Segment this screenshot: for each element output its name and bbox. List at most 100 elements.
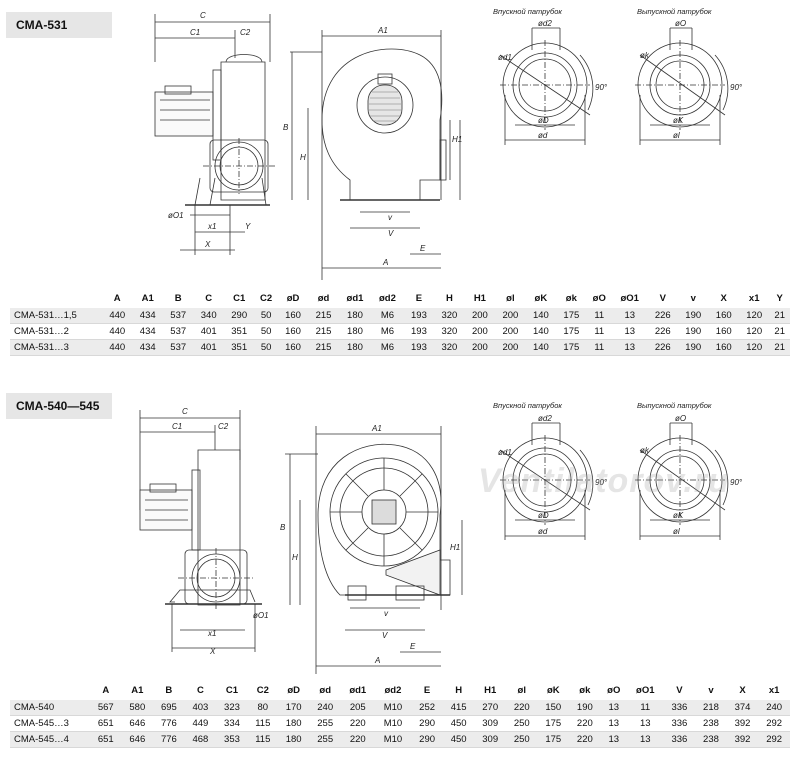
outlet-label-l: øl [673, 131, 680, 140]
table-cell: 120 [738, 339, 770, 356]
table-cell: 776 [153, 715, 185, 732]
table-cell: 115 [247, 731, 278, 748]
table-cell: 190 [569, 700, 601, 716]
table-cell: M6 [371, 323, 404, 340]
table-cell: 160 [708, 308, 739, 324]
table-cell: 651 [90, 731, 122, 748]
table-cell: 193 [403, 323, 435, 340]
table-cell: 50 [254, 339, 278, 356]
column-header: C1 [233, 292, 246, 304]
dim-label-x1: x1 [207, 629, 216, 638]
outlet-label-l: øl [673, 527, 680, 536]
dim-label-o1: øO1 [253, 611, 269, 620]
table-cell: 205 [340, 700, 375, 716]
table-cell: 695 [153, 700, 185, 716]
table-cell: 21 [769, 323, 790, 340]
table-cell: 200 [495, 308, 526, 324]
table-cell: 13 [600, 700, 627, 716]
column-header: øO [607, 684, 621, 696]
column-header: v [708, 684, 714, 696]
table-cell: 240 [309, 700, 341, 716]
table-cell: 160 [708, 323, 739, 340]
column-header: C1 [225, 684, 239, 696]
column-header: C2 [260, 292, 273, 304]
table-cell: 240 [758, 700, 790, 716]
table-cell: 238 [695, 715, 727, 732]
outlet-label-o: øO [675, 414, 686, 423]
column-header: v [690, 292, 696, 304]
table-cell: 250 [505, 731, 538, 748]
section-title: CMA-540—545 [6, 393, 112, 419]
table-cell: 175 [556, 308, 587, 324]
outlet-label-bigk: øK [673, 116, 684, 125]
table-cell: 537 [162, 308, 194, 324]
inlet-label-d2: ød2 [538, 414, 552, 423]
column-header: øO [592, 292, 606, 304]
outlet-caption: Выпускной патрубок [637, 401, 712, 410]
table-cell: 323 [216, 700, 248, 716]
table-cell: 80 [247, 700, 278, 716]
table-cell: 160 [708, 339, 739, 356]
dim-label-a1: A1 [371, 424, 382, 433]
inlet-caption: Впускной патрубок [493, 401, 562, 410]
spec-table-cma-531: A A1 B C C1 C2 øD ød ød1 ød2 E H H1 øl ø… [10, 288, 790, 356]
column-header: A [113, 292, 121, 304]
table-cell: 449 [184, 715, 217, 732]
table-cell: 401 [193, 339, 224, 356]
column-header: ød [319, 684, 331, 696]
column-header: ød2 [379, 292, 396, 304]
table-cell: 646 [121, 715, 154, 732]
table-cell: 776 [153, 731, 185, 748]
table-cell: 21 [769, 308, 790, 324]
dim-label-c1: C1 [172, 422, 182, 431]
table-cell: 290 [411, 715, 443, 732]
table-cell: 252 [411, 700, 443, 716]
column-header: E [415, 292, 423, 304]
table-cell: 200 [495, 339, 526, 356]
dim-label-v: V [388, 229, 394, 238]
dim-label-h: H [292, 553, 298, 562]
outlet-label-k: øk [640, 446, 650, 455]
table-cell: 220 [569, 715, 601, 732]
column-header: C [196, 684, 204, 696]
dim-label-x: X [209, 647, 216, 656]
table-cell: 270 [474, 700, 506, 716]
table-row: CMA-531…1,5 440 434 537 340 290 50 160 2… [10, 308, 790, 324]
table-cell: 190 [677, 339, 709, 356]
table-cell: 180 [277, 715, 310, 732]
table-cell: 392 [726, 715, 759, 732]
table-cell: 336 [663, 731, 696, 748]
watermark: Ventilatorov.ru [478, 462, 730, 500]
table-cell: CMA-531…1,5 [10, 308, 102, 324]
table-cell: 11 [586, 339, 612, 356]
table-cell: 250 [505, 715, 538, 732]
table-cell: 13 [626, 715, 664, 732]
table-cell: 13 [626, 731, 664, 748]
table-cell: 140 [525, 323, 557, 340]
column-header: øO1 [620, 292, 639, 304]
table-cell: 11 [586, 308, 612, 324]
table-cell: 651 [90, 715, 122, 732]
table-cell: 170 [277, 700, 310, 716]
table-cell: 140 [525, 339, 557, 356]
table-cell: 646 [121, 731, 154, 748]
dim-label-x: X [204, 240, 211, 249]
inlet-label-bigd: øD [538, 511, 549, 520]
table-cell: M6 [371, 339, 404, 356]
column-header: øk [579, 684, 591, 696]
column-header: C2 [256, 684, 269, 696]
table-cell: 200 [464, 323, 496, 340]
dim-label-c: C [200, 11, 206, 20]
inlet-label-d: ød [538, 527, 548, 536]
table-cell: 290 [411, 731, 443, 748]
table-cell: 567 [90, 700, 122, 716]
dim-label-a: A [382, 258, 388, 267]
dim-label-b: B [280, 523, 286, 532]
table-cell: 120 [738, 323, 770, 340]
dim-label-e: E [410, 642, 416, 651]
table-cell: 392 [726, 731, 759, 748]
table-cell: 336 [663, 700, 696, 716]
section-title: CMA-531 [6, 12, 112, 38]
dim-label-v-small: v [388, 213, 393, 222]
table-cell: 320 [434, 339, 465, 356]
